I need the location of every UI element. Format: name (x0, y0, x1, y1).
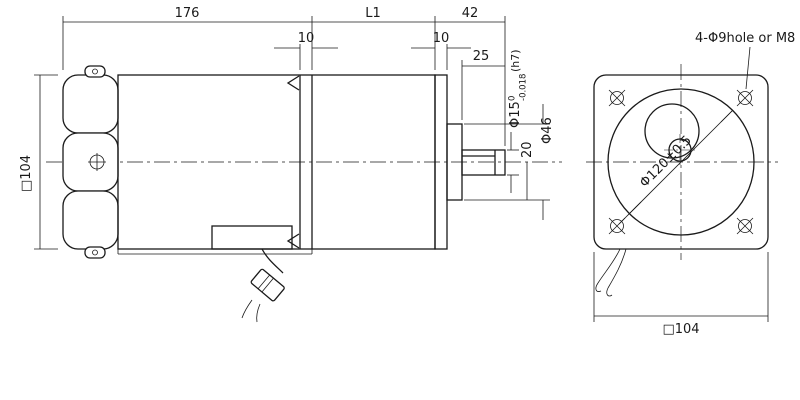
mounting-hole-icon (736, 89, 754, 107)
front-lead-wire (595, 248, 627, 297)
dim-shaft-extension: 42 (462, 6, 479, 21)
dim-frame-size-side: □104 (19, 155, 34, 192)
dim-motor-length: L1 (365, 6, 381, 21)
mounting-flange (593, 74, 769, 250)
connector-plug (250, 268, 285, 302)
holes-label: 4-Φ9hole or M8 (695, 31, 795, 46)
output-shaft-assembly (434, 74, 506, 250)
fan-cover (62, 65, 119, 259)
side-dimensions: 176 L1 42 10 10 25 □104 (19, 6, 555, 250)
center-mark-icon (88, 153, 106, 171)
motor-body (117, 74, 436, 255)
dim-overall-length: 176 (175, 6, 200, 21)
dim-frame-size-front: □104 (662, 322, 699, 337)
mounting-hole-icon (736, 217, 754, 235)
front-frame-dimension: □104 (593, 252, 769, 337)
spigot-circle (607, 88, 755, 236)
svg-text:-0.018: -0.018 (519, 74, 529, 101)
spigot-dimension: Φ120±0.5 (618, 110, 733, 225)
dim-flange-step: 10 (433, 31, 450, 46)
svg-text:(h7): (h7) (509, 49, 522, 72)
dim-boss-diameter: Φ46 (540, 117, 555, 144)
clip-mark-top (286, 75, 300, 91)
svg-text:Φ15: Φ15 (508, 101, 523, 128)
dim-shaft-diameter: Φ15 0 -0.018 (h7) (508, 49, 529, 128)
holes-callout: 4-Φ9hole or M8 (695, 31, 795, 90)
dim-gearbox-step: 10 (298, 31, 315, 46)
mounting-hole-icon (608, 89, 626, 107)
side-view: 176 L1 42 10 10 25 □104 (19, 6, 562, 323)
output-shaft (461, 149, 506, 176)
terminal-box (211, 225, 293, 250)
mounting-holes (608, 89, 754, 235)
dim-shaft-length: 25 (473, 49, 490, 64)
top-tab (84, 65, 106, 78)
lead-wire (241, 248, 285, 323)
svg-text:0: 0 (508, 96, 518, 101)
bottom-tab (84, 246, 106, 259)
dim-keyway: 20 (520, 141, 535, 158)
front-view: Φ120±0.5 4-Φ9hole or M8 □104 (586, 31, 795, 337)
clip-mark-bottom (286, 233, 300, 249)
